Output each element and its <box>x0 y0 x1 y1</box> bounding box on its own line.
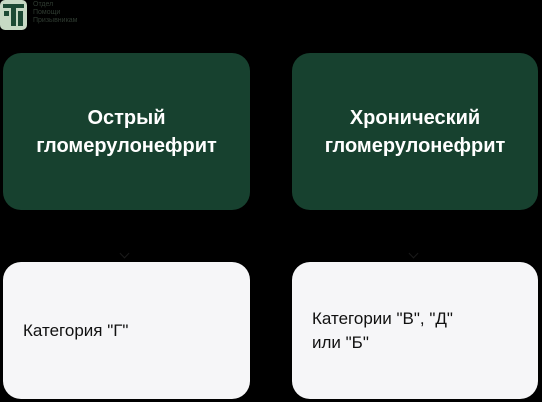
connector-arrow-icon <box>408 248 419 259</box>
acute-glomerulonephritis-card: Острый гломерулонефрит <box>3 53 250 210</box>
logo-text: Отдел Помощи Призывникам <box>33 1 78 25</box>
category-label: Категории "В", "Д" или "Б" <box>312 308 453 352</box>
logo-mark-icon <box>0 0 27 30</box>
disease-name: Острый гломерулонефрит <box>36 106 217 157</box>
connector-arrow-icon <box>119 248 130 259</box>
chronic-glomerulonephritis-card: Хронический гломерулонефрит <box>292 53 538 210</box>
logo-text-line: Призывникам <box>33 17 78 24</box>
logo-text-line: Отдел <box>33 1 54 8</box>
chronic-category-card: Категории "В", "Д" или "Б" <box>292 262 538 399</box>
logo: Отдел Помощи Призывникам <box>0 0 90 32</box>
acute-category-card: Категория "Г" <box>3 262 250 399</box>
category-label: Категория "Г" <box>23 320 129 340</box>
logo-text-line: Помощи <box>33 9 61 16</box>
disease-name: Хронический гломерулонефрит <box>324 106 506 157</box>
